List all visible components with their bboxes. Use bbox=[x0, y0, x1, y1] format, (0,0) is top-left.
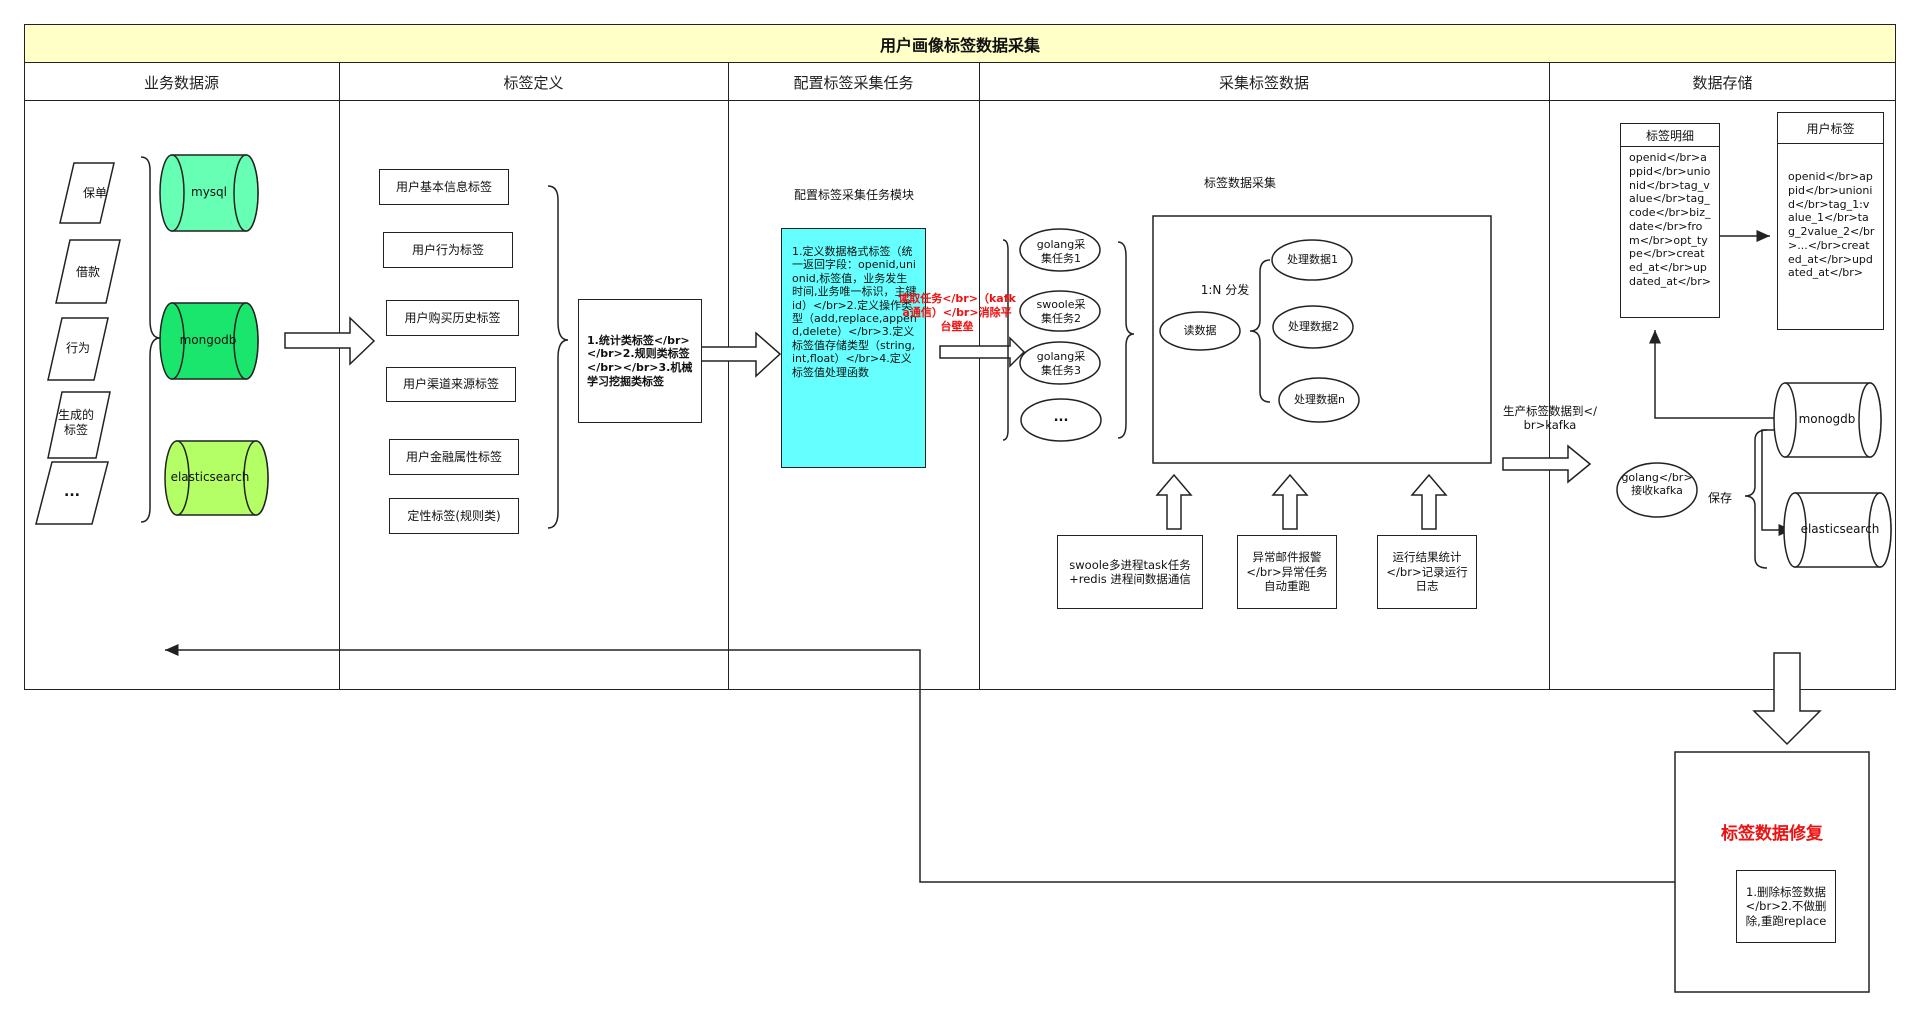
tag-detail-fields: openid</br>appid</br>unionid</br>tag_val… bbox=[1629, 151, 1711, 288]
lane-divider bbox=[339, 63, 340, 690]
source-shape bbox=[47, 391, 111, 459]
elasticsearch-label: elasticsearch bbox=[170, 470, 250, 484]
lane-divider bbox=[979, 63, 980, 690]
support-box: 运行结果统计</br>记录运行日志 bbox=[1377, 535, 1477, 609]
support-box: swoole多进程task任务+redis 进程间数据通信 bbox=[1057, 535, 1203, 609]
connector bbox=[1761, 429, 1792, 536]
save-label: 保存 bbox=[1707, 491, 1732, 505]
lane-header-bar bbox=[24, 63, 1896, 101]
diagram-title: 用户画像标签数据采集 bbox=[879, 35, 1040, 55]
tag-types-box: 1.统计类标签</br></br>2.规则类标签</br></br>3.机械学习… bbox=[578, 299, 702, 423]
source-shape bbox=[47, 317, 109, 381]
brace-sources bbox=[140, 156, 161, 523]
flow-arrow bbox=[1502, 444, 1592, 484]
process-label: 处理数据2 bbox=[1288, 320, 1339, 333]
storage-es-label: elasticsearch bbox=[1800, 522, 1880, 536]
flow-arrow bbox=[939, 336, 1026, 368]
source-label: 生成的 标签 bbox=[57, 408, 94, 437]
brace-tag-defs bbox=[547, 185, 569, 529]
read-data-label: 读数据 bbox=[1183, 324, 1217, 337]
collect-title: 标签数据采集 bbox=[1203, 176, 1276, 190]
task-ellipse bbox=[1019, 290, 1101, 332]
flow-arrow bbox=[699, 331, 782, 378]
lane-title-config: 配置标签采集任务 bbox=[793, 73, 914, 92]
user-tag-table: 用户标签 openid</br>appid</br>unionid</br>ta… bbox=[1777, 112, 1884, 330]
lane-title-storage: 数据存储 bbox=[1692, 73, 1753, 92]
title-bar: 用户画像标签数据采集 bbox=[24, 24, 1896, 63]
tag-def-box: 用户基本信息标签 bbox=[379, 169, 509, 205]
brace-tasks-left bbox=[1002, 239, 1009, 441]
task-label: golang采 集任务1 bbox=[1036, 238, 1086, 265]
tag-def-box: 用户购买历史标签 bbox=[386, 300, 519, 336]
task-label: swoole采 集任务2 bbox=[1036, 298, 1086, 325]
fanout-label: 1:N 分发 bbox=[1200, 283, 1250, 297]
repair-steps-box: 1.删除标签数据</br>2.不做删除,重跑replace bbox=[1736, 870, 1836, 943]
process-ellipse bbox=[1271, 239, 1353, 281]
brace-tasks-right bbox=[1117, 241, 1135, 439]
lane-divider bbox=[728, 63, 729, 690]
source-shape bbox=[59, 162, 115, 224]
mysql-label: mysql bbox=[191, 185, 227, 199]
flow-arrow-up bbox=[1155, 473, 1193, 530]
flow-arrow-up bbox=[1410, 473, 1448, 530]
kafka-read-note: 读取任务</br>（kafka通信）</br>消除平台壁垒 bbox=[898, 292, 1016, 333]
tag-detail-title: 标签明细 bbox=[1621, 124, 1719, 147]
read-data-ellipse bbox=[1159, 311, 1241, 351]
source-label: 行为 bbox=[65, 341, 90, 355]
user-tag-title: 用户标签 bbox=[1778, 113, 1883, 144]
connector bbox=[1649, 330, 1784, 419]
golang-recv-label: golang</br>接收kafka bbox=[1621, 471, 1693, 498]
process-label: 处理数据1 bbox=[1287, 253, 1338, 266]
source-shape bbox=[55, 239, 121, 304]
flow-arrow-up bbox=[1271, 473, 1309, 530]
brace-storage bbox=[1744, 429, 1768, 569]
task-ellipse bbox=[1019, 228, 1101, 272]
support-box: 异常邮件报警</br>异常任务自动重跑 bbox=[1237, 535, 1337, 609]
flow-arrow-down bbox=[1752, 652, 1822, 746]
tag-detail-table: 标签明细 openid</br>appid</br>unionid</br>ta… bbox=[1620, 123, 1720, 318]
source-label: ... bbox=[64, 484, 80, 500]
feedback-connector bbox=[165, 644, 1675, 883]
repair-title: 标签数据修复 bbox=[1721, 824, 1823, 844]
lane-title-collect: 采集标签数据 bbox=[1218, 73, 1309, 92]
process-ellipse bbox=[1278, 377, 1360, 423]
process-ellipse bbox=[1272, 305, 1354, 349]
source-label: 保单 bbox=[82, 186, 107, 200]
tag-def-box: 定性标签(规则类) bbox=[389, 498, 519, 534]
tag-def-box: 用户行为标签 bbox=[383, 232, 513, 268]
brace-fanout bbox=[1249, 259, 1271, 403]
task-label: ... bbox=[1053, 410, 1069, 425]
user-tag-fields: openid</br>appid</br>unionid</br>tag_1:v… bbox=[1788, 170, 1875, 280]
source-label: 借款 bbox=[75, 265, 100, 279]
tag-def-box: 用户渠道来源标签 bbox=[386, 367, 516, 402]
storage-mongodb-label: monogdb bbox=[1798, 412, 1856, 426]
process-label: 处理数据n bbox=[1294, 393, 1345, 406]
task-ellipse bbox=[1019, 341, 1101, 385]
task-label: golang采 集任务3 bbox=[1036, 350, 1086, 377]
lane-title-tag-definition: 标签定义 bbox=[503, 73, 564, 92]
config-module-title: 配置标签采集任务模块 bbox=[793, 188, 914, 202]
flow-arrow bbox=[284, 316, 376, 366]
golang-recv-ellipse bbox=[1616, 462, 1698, 518]
task-ellipse bbox=[1020, 398, 1102, 442]
config-definition-box: 1.定义数据格式标签（统一返回字段：openid,unionid,标签值，业务发… bbox=[781, 228, 926, 468]
mongodb-label: mongodb bbox=[179, 333, 237, 347]
tag-def-box: 用户金融属性标签 bbox=[389, 439, 519, 475]
source-shape bbox=[35, 461, 109, 525]
lane-title-sources: 业务数据源 bbox=[143, 73, 219, 92]
kafka-produce-note: 生产标签数据到</br>kafka bbox=[1502, 404, 1597, 433]
lane-divider bbox=[1549, 63, 1550, 690]
